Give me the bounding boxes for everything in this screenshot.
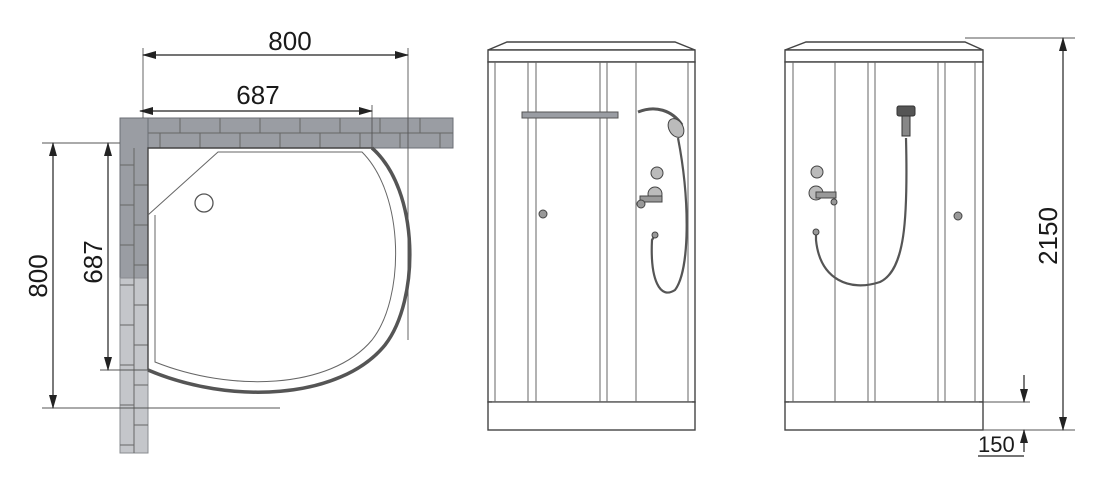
side-door-handle-icon xyxy=(953,211,963,221)
front-hose xyxy=(650,137,688,294)
mixer-tap-icon xyxy=(636,166,664,209)
shower-head-icon xyxy=(637,107,685,138)
shower-tray xyxy=(147,146,412,394)
left-wall xyxy=(119,117,149,454)
side-mixer-tap-icon xyxy=(808,165,838,206)
dim-label-150: 150 xyxy=(978,432,1015,457)
side-shower-head-icon xyxy=(896,105,916,137)
front-view xyxy=(487,41,696,431)
side-hose xyxy=(814,137,908,287)
side-hose-outlet-icon xyxy=(812,228,820,236)
top-wall xyxy=(119,117,454,149)
side-view: 2150 150 xyxy=(784,37,1075,457)
dim-label-800-left: 800 xyxy=(23,254,53,297)
dim-label-800-top: 800 xyxy=(268,26,311,56)
door-handle-icon xyxy=(538,209,548,219)
dim-plan-depth-687: 687 xyxy=(78,142,148,371)
dim-height-2150: 2150 xyxy=(965,37,1075,431)
drain-icon xyxy=(194,193,214,213)
dim-label-687-top: 687 xyxy=(236,80,279,110)
hose-outlet-icon xyxy=(651,231,659,239)
shelf xyxy=(521,111,619,119)
dim-label-687-left: 687 xyxy=(78,240,108,283)
dim-plan-width-687: 687 xyxy=(139,80,373,148)
dim-plan-depth-800: 800 xyxy=(23,142,280,409)
plan-view: 800 687 800 687 xyxy=(23,26,454,454)
dim-label-2150: 2150 xyxy=(1033,207,1063,265)
dim-tray-height-150: 150 xyxy=(978,375,1030,457)
dim-plan-width-800: 800 xyxy=(142,26,409,340)
